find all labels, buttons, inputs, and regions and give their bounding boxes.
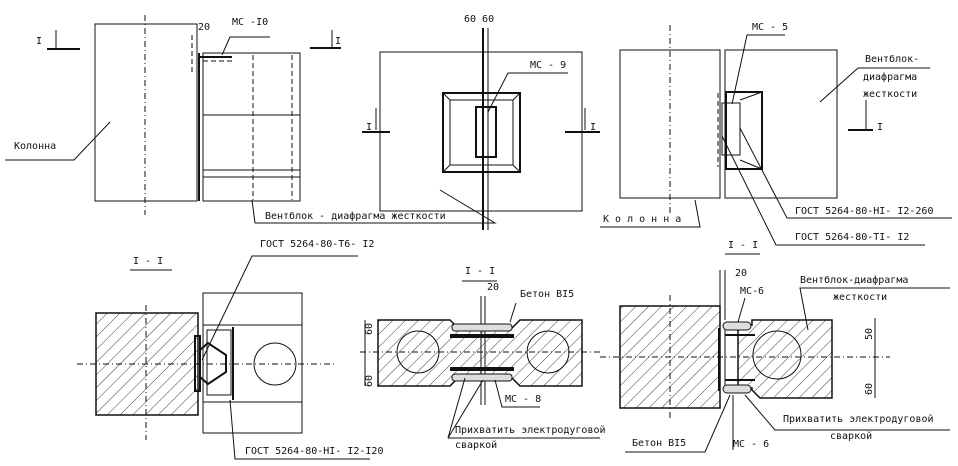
concrete-label: Бетон BI5 [632, 438, 686, 449]
weld-spec-label: ГОСТ 5264-80-HI- I2-260 [795, 206, 933, 217]
weld-note-label: сваркой [455, 439, 497, 451]
vent-block-label: Вентблок- [865, 53, 919, 65]
void-circle [752, 330, 802, 380]
dimension-60: 60 [364, 375, 375, 387]
elevation-view-3: МС - 5 Вентблок- диафрагма жесткости I К… [600, 22, 952, 246]
part-label-mc5: МС - 5 [752, 22, 788, 33]
section-mark-label: I [590, 122, 596, 133]
section-mark-label: I [36, 36, 42, 47]
section-view-3: I - I 20 МС-6 Вентблок-диафрагма жесткос… [600, 240, 950, 453]
section-view-2: I - I 20 Бетон BI5 60 60 МС - 8 Прихвати… [360, 266, 606, 451]
weld-note-label: сваркой [830, 430, 872, 442]
weld-spec-label: ГОСТ 5264-80-TI- I2 [795, 232, 909, 243]
elevation-view-2: 60 60 МС - 9 I I Вентблок - диафрагма же… [251, 14, 600, 230]
section-mark-label: I [335, 36, 341, 47]
section-mark-label: I [366, 122, 372, 133]
weld-spec-label: ГОСТ 5264-80-T6- I2 [260, 239, 374, 250]
column-label: К о л о н н а [603, 214, 681, 225]
dimension-50: 50 [864, 328, 875, 340]
part-label-mc10: МС -I0 [232, 17, 268, 28]
vent-block-outline [202, 52, 301, 202]
embedded-plate [725, 91, 763, 170]
dimension-20: 20 [198, 22, 210, 33]
section-mark-label: I [877, 122, 883, 133]
column-label: Колонна [14, 141, 56, 152]
dimension-20: 20 [735, 268, 747, 279]
dimension-20: 20 [487, 282, 499, 293]
embedded-plate [442, 92, 521, 173]
dimension-60: 60 [364, 323, 375, 335]
part-label-mc6: МС-6 [740, 286, 764, 297]
slab-section [737, 319, 833, 399]
elevation-view-1: I I 20 МС -I0 Колонна [5, 15, 341, 215]
part-label-mc9: МС - 9 [530, 60, 566, 71]
void-circle [253, 342, 297, 386]
weld-spec-label: ГОСТ 5264-80-HI- I2-I20 [245, 446, 383, 457]
weld-note-label: Прихватить электродуговой [455, 424, 606, 436]
vent-block-label: Вентблок - диафрагма жесткости [265, 210, 446, 222]
dimension-60-60: 60 60 [464, 14, 494, 25]
vent-block-label: жесткости [833, 292, 887, 303]
section-title: I - I [465, 266, 495, 277]
section-title: I - I [133, 256, 163, 267]
part-label-mc8: МС - 8 [505, 394, 541, 405]
vent-block-label: жесткости [863, 89, 917, 100]
column-outline [94, 23, 198, 202]
concrete-label: Бетон BI5 [520, 289, 574, 300]
section-view-1: I - I ГОСТ 5264-80-T6- I2 ГОСТ 5264-80-H… [77, 239, 383, 460]
section-title: I - I [728, 240, 758, 251]
dimension-60: 60 [864, 383, 875, 395]
vent-block-label: диафрагма [863, 71, 917, 83]
weld-note-label: Прихватить электродуговой [783, 413, 934, 425]
part-label-mc6: МС - 6 [733, 439, 769, 450]
vent-block-label: Вентблок-диафрагма [800, 274, 908, 286]
